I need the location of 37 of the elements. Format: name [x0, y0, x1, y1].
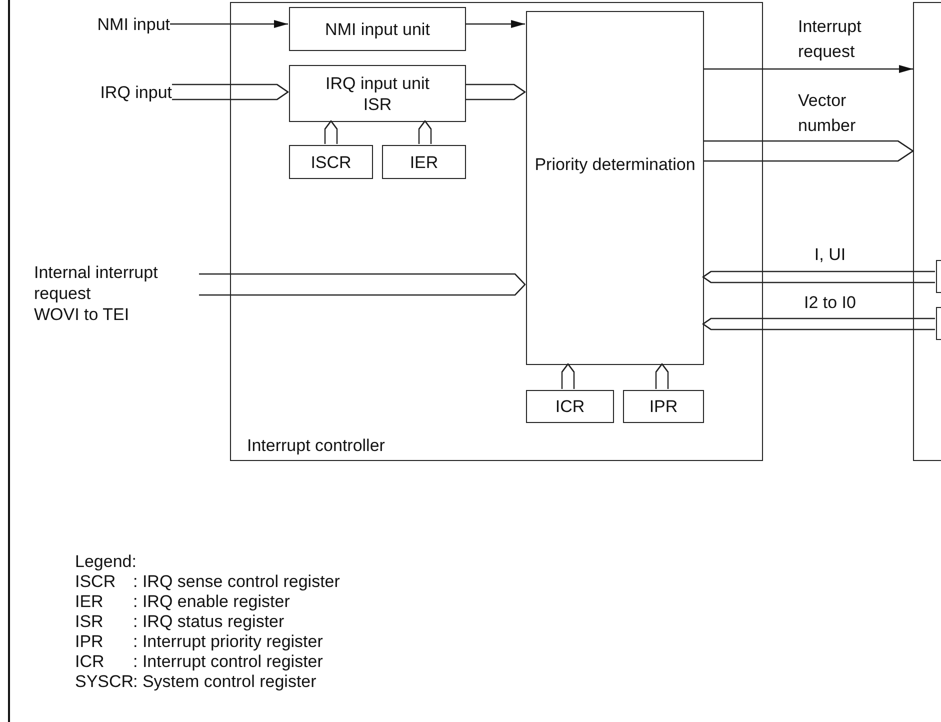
box-label: ICR: [555, 396, 585, 417]
legend-key: ISR: [75, 612, 133, 632]
legend-key: ISCR: [75, 572, 133, 592]
register-box: [526, 390, 614, 423]
unit-box: [289, 65, 466, 122]
signal-arrow: [703, 65, 913, 73]
legend-key: IPR: [75, 632, 133, 652]
box-label: ISCR: [310, 152, 352, 172]
legend-key: IER: [75, 592, 133, 612]
legend-key: ICR: [75, 652, 133, 672]
controller-block: [230, 2, 763, 461]
register-box: [289, 145, 373, 179]
box-label: Internal interrupt request: [34, 262, 159, 304]
legend-description: : IRQ sense control register: [133, 572, 340, 592]
block-label: Interrupt controller: [247, 435, 385, 456]
box-label: Priority determination: [534, 154, 696, 175]
legend-title: Legend:: [75, 552, 138, 572]
signal-arrow: [465, 20, 525, 28]
unit-box: [289, 7, 466, 51]
box-label: ISR: [363, 94, 392, 114]
legend-description: : Interrupt priority register: [133, 632, 324, 652]
legend-key: SYSCR: [75, 672, 133, 692]
box-label: IER: [410, 152, 438, 172]
register-box: [382, 145, 466, 179]
priority-block: [526, 11, 704, 365]
register-box: [623, 390, 704, 423]
legend-description: : IRQ status register: [133, 612, 286, 632]
box-label: WOVI to TEI: [34, 304, 130, 325]
box-label: IPR: [649, 396, 678, 417]
box-label: IRQ input: [100, 82, 172, 102]
signal-arrow: [170, 20, 288, 28]
legend-description: : IRQ enable register: [133, 592, 291, 612]
box-label: NMI input unit: [325, 18, 430, 40]
legend-description: : System control register: [133, 672, 318, 692]
box-label: NMI input: [97, 14, 170, 34]
box-label: IRQ input unit: [326, 72, 430, 94]
legend-description: : Interrupt control register: [133, 652, 324, 672]
